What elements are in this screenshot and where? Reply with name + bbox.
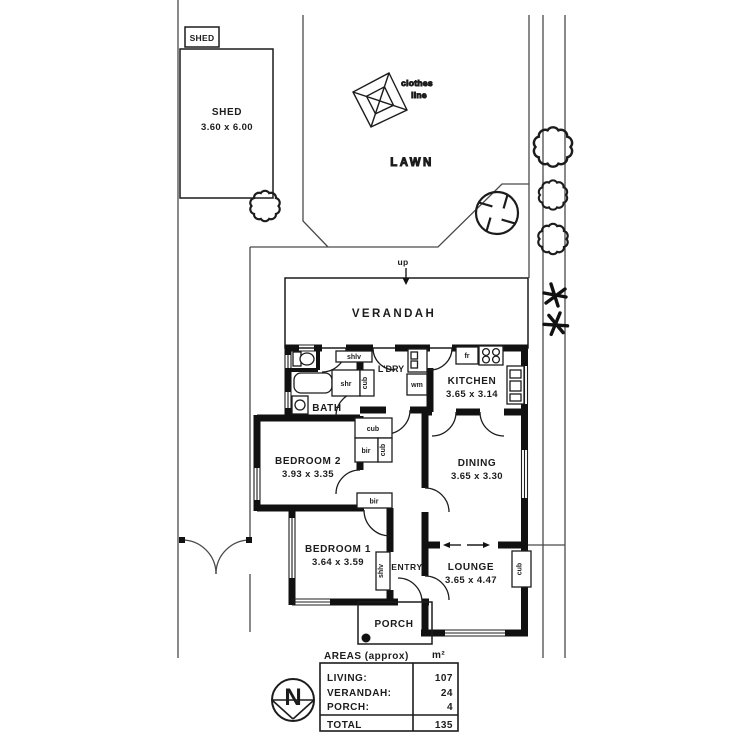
shower-box (331, 369, 361, 397)
cupboard-label: cub (380, 444, 387, 456)
robe-label: bir (370, 499, 379, 506)
north-compass: N (271, 678, 315, 722)
shelf-label: shlv (347, 354, 361, 361)
house-walls (253, 344, 528, 637)
clothes-line-label-1: clothes (401, 78, 433, 88)
washing-machine-box (406, 373, 428, 396)
bush-icon (249, 189, 281, 223)
up-label: up (398, 257, 409, 267)
areas-table-row: VERANDAH: 24 (327, 688, 453, 699)
bedroom1-dims: 3.64 x 3.59 (312, 557, 364, 568)
shed-outline (179, 48, 274, 199)
basin-icon (291, 395, 309, 415)
cupboard-box (359, 369, 375, 397)
bedroom2-name: BEDROOM 2 (275, 456, 341, 467)
bedroom2-dims: 3.93 x 3.35 (282, 469, 334, 480)
room-labels: L'DRY KITCHEN 3.65 x 3.14 BATH BEDROOM 2… (275, 364, 503, 630)
entry-label: ENTRY (391, 562, 423, 572)
shed-tag-box (184, 26, 220, 48)
dining-name: DINING (458, 458, 497, 469)
cupboard-box (511, 550, 532, 588)
clothes-line-label-2: line (411, 90, 427, 100)
shed: SHED SHED 3.60 x 6.00 (179, 26, 274, 199)
shelf-label: shlv (378, 564, 385, 578)
robe-box (356, 492, 393, 509)
total-value: 135 (435, 720, 453, 731)
bedroom1-name: BEDROOM 1 (305, 544, 371, 555)
oven-bench-icon (506, 365, 525, 405)
washing-machine-label: wm (410, 382, 423, 389)
cupboard-label: cub (362, 377, 369, 389)
lounge-name: LOUNGE (448, 562, 494, 573)
area-row-label: VERANDAH: (327, 688, 392, 699)
fixtures: shlv shr cub wm fr (291, 345, 532, 591)
shelf-box (375, 551, 391, 591)
porch (357, 601, 433, 645)
fridge-label: fr (464, 353, 469, 360)
porch-post-icon (361, 633, 371, 643)
site-boundaries (177, 0, 566, 658)
cupboard-box (377, 437, 393, 463)
plant-icon (538, 306, 574, 342)
areas-table-title: AREAS (approx) (324, 651, 409, 662)
area-row-value: 4 (447, 702, 453, 713)
area-row-label: LIVING: (327, 673, 367, 684)
cupboard-label: cub (367, 426, 379, 433)
cupboard-label: cub (517, 563, 524, 575)
laundry-label: L'DRY (378, 364, 404, 374)
garden: clothes line LAWN (249, 72, 574, 342)
areas-table-row: LIVING: 107 (327, 673, 453, 684)
fridge-box (455, 346, 479, 365)
plant-icon (542, 282, 568, 308)
verandah-label: VERANDAH (352, 308, 436, 320)
area-row-label: PORCH: (327, 702, 369, 713)
shelf-box (335, 350, 373, 363)
verandah: VERANDAH up (284, 257, 529, 349)
shed-name: SHED (212, 107, 242, 118)
gate (179, 537, 252, 575)
lounge-dims: 3.65 x 4.47 (445, 575, 497, 586)
kitchen-name: KITCHEN (448, 376, 497, 387)
areas-table-total-row: TOTAL 135 (327, 720, 453, 731)
total-label: TOTAL (327, 720, 362, 731)
shed-dims: 3.60 x 6.00 (201, 122, 253, 133)
doors (321, 347, 505, 603)
robe-label: bir (362, 448, 371, 455)
north-label: N (284, 684, 301, 711)
lawn-label: LAWN (390, 157, 433, 169)
shed-tag-label: SHED (190, 33, 215, 43)
areas-table: AREAS (approx) m² LIVING: 107 VERANDAH: … (319, 650, 459, 732)
porch-label: PORCH (374, 619, 413, 630)
cooktop-icon (478, 345, 504, 366)
tree-icon (474, 190, 520, 236)
areas-table-row: PORCH: 4 (327, 702, 453, 713)
areas-table-unit: m² (432, 650, 445, 661)
bush-icon (532, 126, 574, 168)
area-row-value: 107 (435, 673, 453, 684)
toilet-icon (292, 351, 315, 367)
bath-label: BATH (312, 403, 341, 414)
sliding-door-arrows (443, 542, 490, 548)
shower-label: shr (341, 381, 352, 388)
up-arrow-icon (402, 268, 410, 285)
laundry-trough-icon (407, 348, 428, 373)
area-row-value: 24 (441, 688, 453, 699)
dining-dims: 3.65 x 3.30 (451, 471, 503, 482)
kitchen-dims: 3.65 x 3.14 (446, 389, 498, 400)
bathtub-icon (293, 372, 333, 394)
clothes-line-icon (352, 72, 408, 128)
